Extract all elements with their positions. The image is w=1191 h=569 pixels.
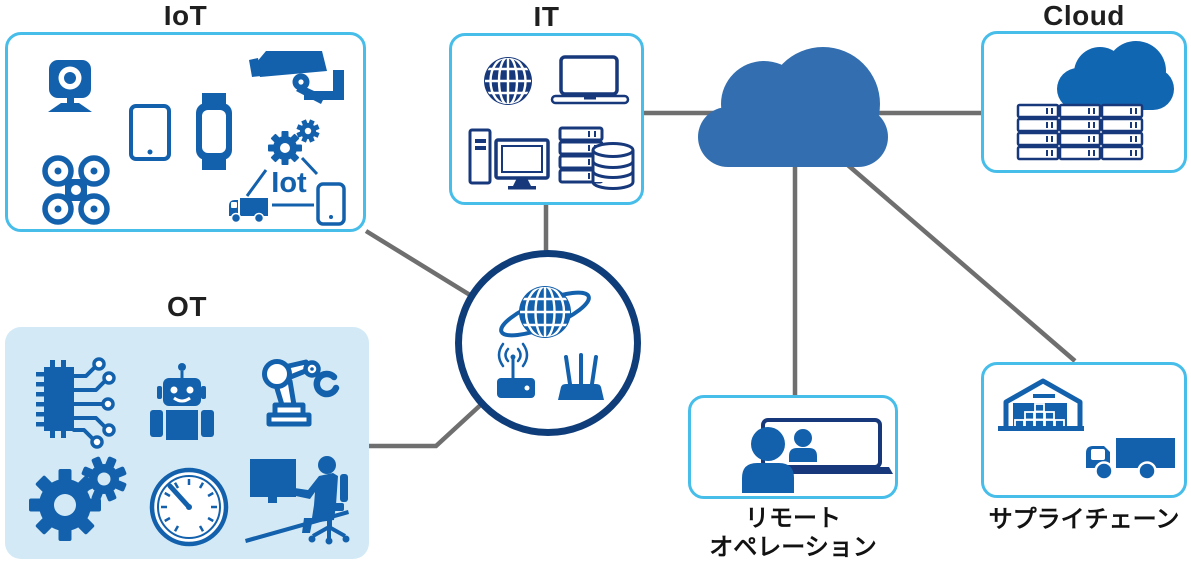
cloud-panel <box>981 31 1187 173</box>
remote-operation-label-line2: オペレーション <box>709 534 877 561</box>
network-hub-circle <box>455 250 641 436</box>
network-cloud-icon <box>698 47 888 167</box>
supply-chain-panel <box>981 362 1187 498</box>
iot-panel <box>5 32 366 232</box>
remote-operation-label: リモート オペレーション <box>688 504 898 562</box>
it-panel <box>449 33 644 205</box>
ot-title: OT <box>167 291 207 322</box>
it-title: IT <box>533 1 560 32</box>
iot-hub-word: Iot <box>271 167 307 199</box>
supply-chain-label: サプライチェーン <box>988 506 1180 533</box>
remote-operation-label-line1: リモート <box>745 505 841 532</box>
line-cloud-supply <box>840 158 1077 363</box>
remote-operation-panel <box>688 395 898 499</box>
ot-panel <box>5 327 369 559</box>
iot-title: IoT <box>163 0 208 31</box>
cloud-title: Cloud <box>1043 0 1125 31</box>
